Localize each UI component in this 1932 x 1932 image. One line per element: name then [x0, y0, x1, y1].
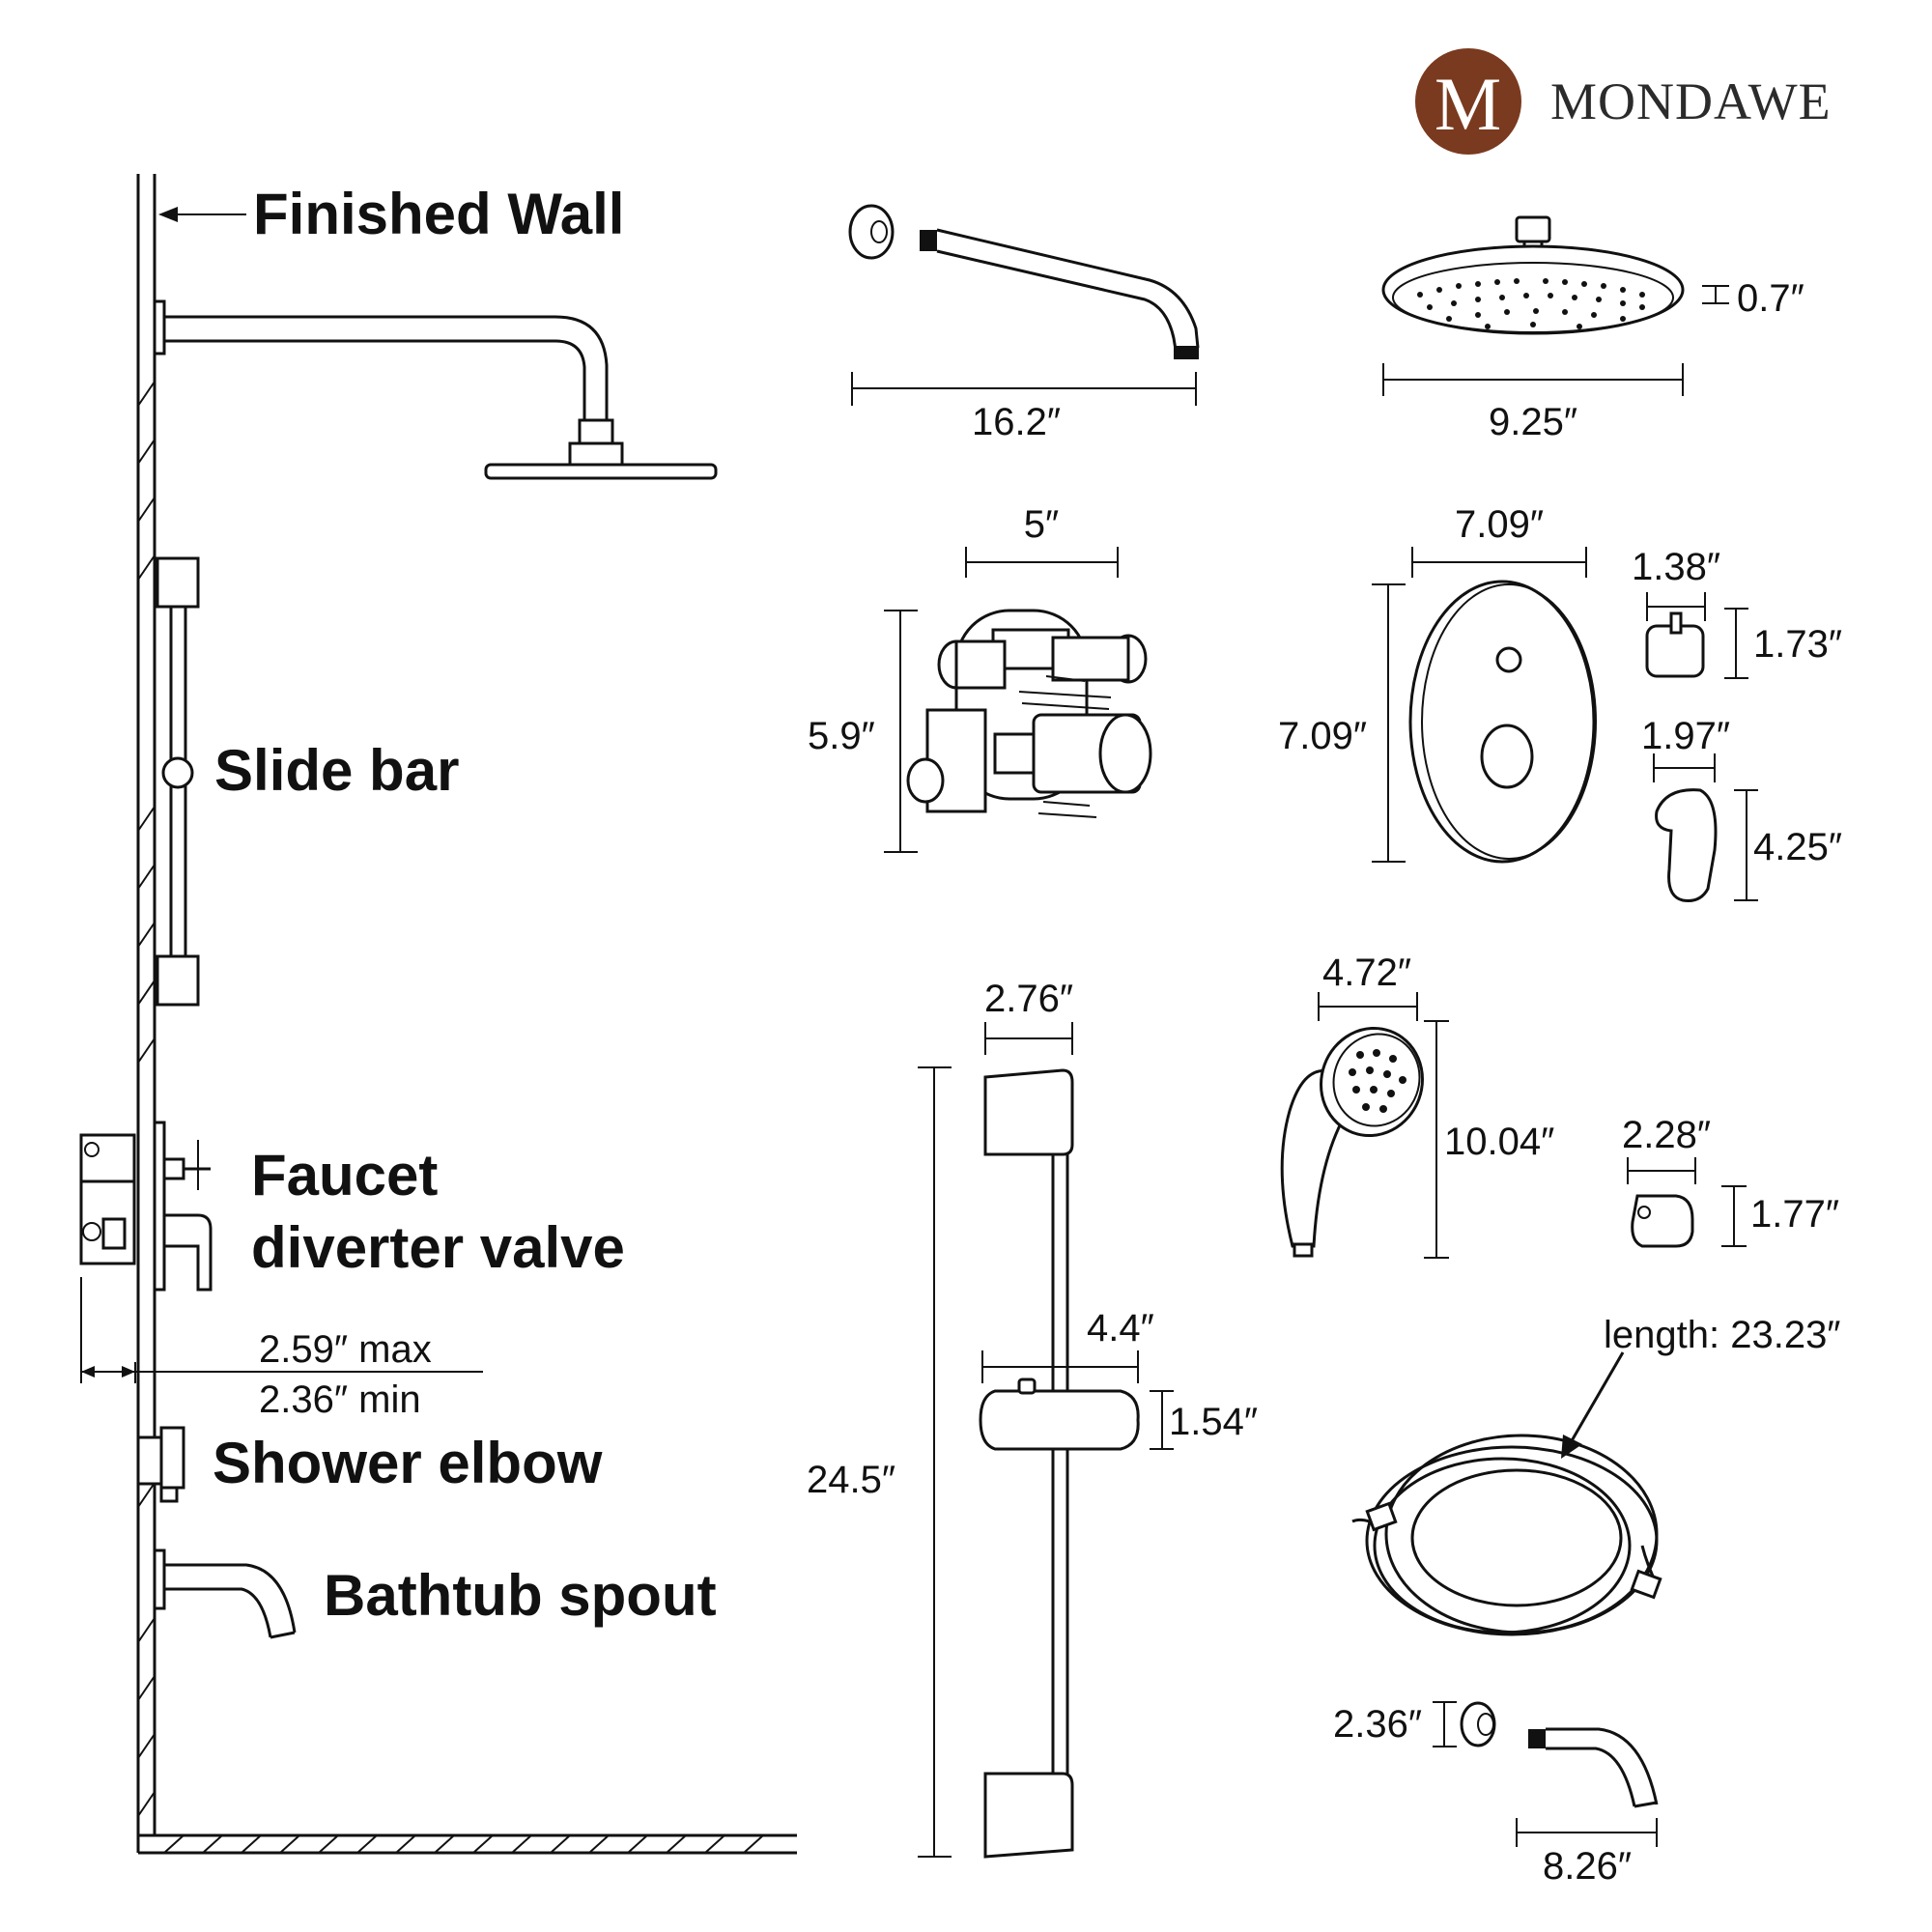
slide-bar-component	[918, 1022, 1174, 1859]
brand-name: MONDAWE	[1550, 72, 1832, 130]
hose-length: length: 23.23″	[1604, 1314, 1840, 1356]
spray-nozzles	[1417, 278, 1645, 329]
finished-wall-arrow-head	[158, 207, 178, 222]
installed-bathtub-spout	[153, 1548, 297, 1639]
flange-component	[1433, 1701, 1496, 1747]
shower-elbow-component	[1627, 1157, 1747, 1248]
elbow-height: 1.77″	[1750, 1193, 1839, 1236]
flange-diameter: 2.36″	[1333, 1703, 1422, 1746]
hose-component	[1351, 1351, 1662, 1636]
lever-width: 1.97″	[1641, 715, 1730, 757]
hand-shower-length: 10.04″	[1444, 1121, 1554, 1163]
installed-slide-bar	[156, 556, 200, 1007]
bracket-width: 2.76″	[984, 978, 1073, 1020]
logo-initial: M	[1435, 62, 1502, 146]
spout-length: 8.26″	[1543, 1845, 1632, 1888]
shower-elbow-label: Shower elbow	[213, 1431, 603, 1495]
trim-height: 7.09″	[1278, 715, 1367, 757]
rough-in-valve-component	[884, 547, 1152, 853]
valve-fine-print	[1018, 675, 1112, 818]
trim-plate-component	[1372, 547, 1597, 864]
knob-height: 1.73″	[1753, 623, 1842, 666]
hand-shower-width: 4.72″	[1322, 952, 1411, 994]
floor-hatching	[163, 1834, 764, 1854]
installed-shower-arm	[153, 299, 718, 480]
wall-hatching	[137, 381, 156, 1817]
installation-view: Finished Wall Slide bar	[79, 174, 797, 1855]
finished-wall-label: Finished Wall	[253, 182, 624, 246]
installed-valve	[79, 1121, 213, 1372]
knob-component	[1645, 592, 1748, 679]
logo-circle	[1415, 48, 1521, 155]
lever-height: 4.25″	[1753, 826, 1842, 868]
min-depth-label: 2.36″ min	[259, 1378, 421, 1421]
depth-dimension	[80, 1362, 483, 1383]
slider-width: 4.4″	[1087, 1307, 1154, 1350]
tub-spout-component	[1516, 1727, 1659, 1847]
rain-shower-head-component	[1381, 215, 1729, 396]
installed-shower-elbow	[136, 1426, 185, 1503]
shower-arm-length: 16.2″	[972, 401, 1061, 443]
slide-bar-length: 24.5″	[807, 1459, 895, 1501]
brand-logo: M MONDAWE	[1415, 48, 1832, 155]
hand-shower-nozzles	[1349, 1049, 1406, 1113]
valve-height: 5.9″	[808, 715, 875, 757]
lever-component	[1653, 753, 1758, 902]
knob-width: 1.38″	[1632, 546, 1720, 588]
faucet-label-line2: diverter valve	[251, 1215, 625, 1280]
max-depth-label: 2.59″ max	[259, 1328, 432, 1371]
bathtub-spout-label: Bathtub spout	[324, 1563, 717, 1628]
shower-arm-component	[848, 204, 1200, 406]
slider-height: 1.54″	[1169, 1401, 1258, 1443]
valve-width: 5″	[1024, 503, 1059, 546]
faucet-label-line1: Faucet	[251, 1143, 438, 1208]
slide-bar-label: Slide bar	[214, 738, 459, 803]
hand-shower-component	[1280, 992, 1449, 1259]
shower-head-thickness: 0.7″	[1737, 277, 1804, 320]
trim-width: 7.09″	[1455, 503, 1544, 546]
elbow-width: 2.28″	[1622, 1114, 1711, 1156]
shower-head-diameter: 9.25″	[1489, 401, 1577, 443]
